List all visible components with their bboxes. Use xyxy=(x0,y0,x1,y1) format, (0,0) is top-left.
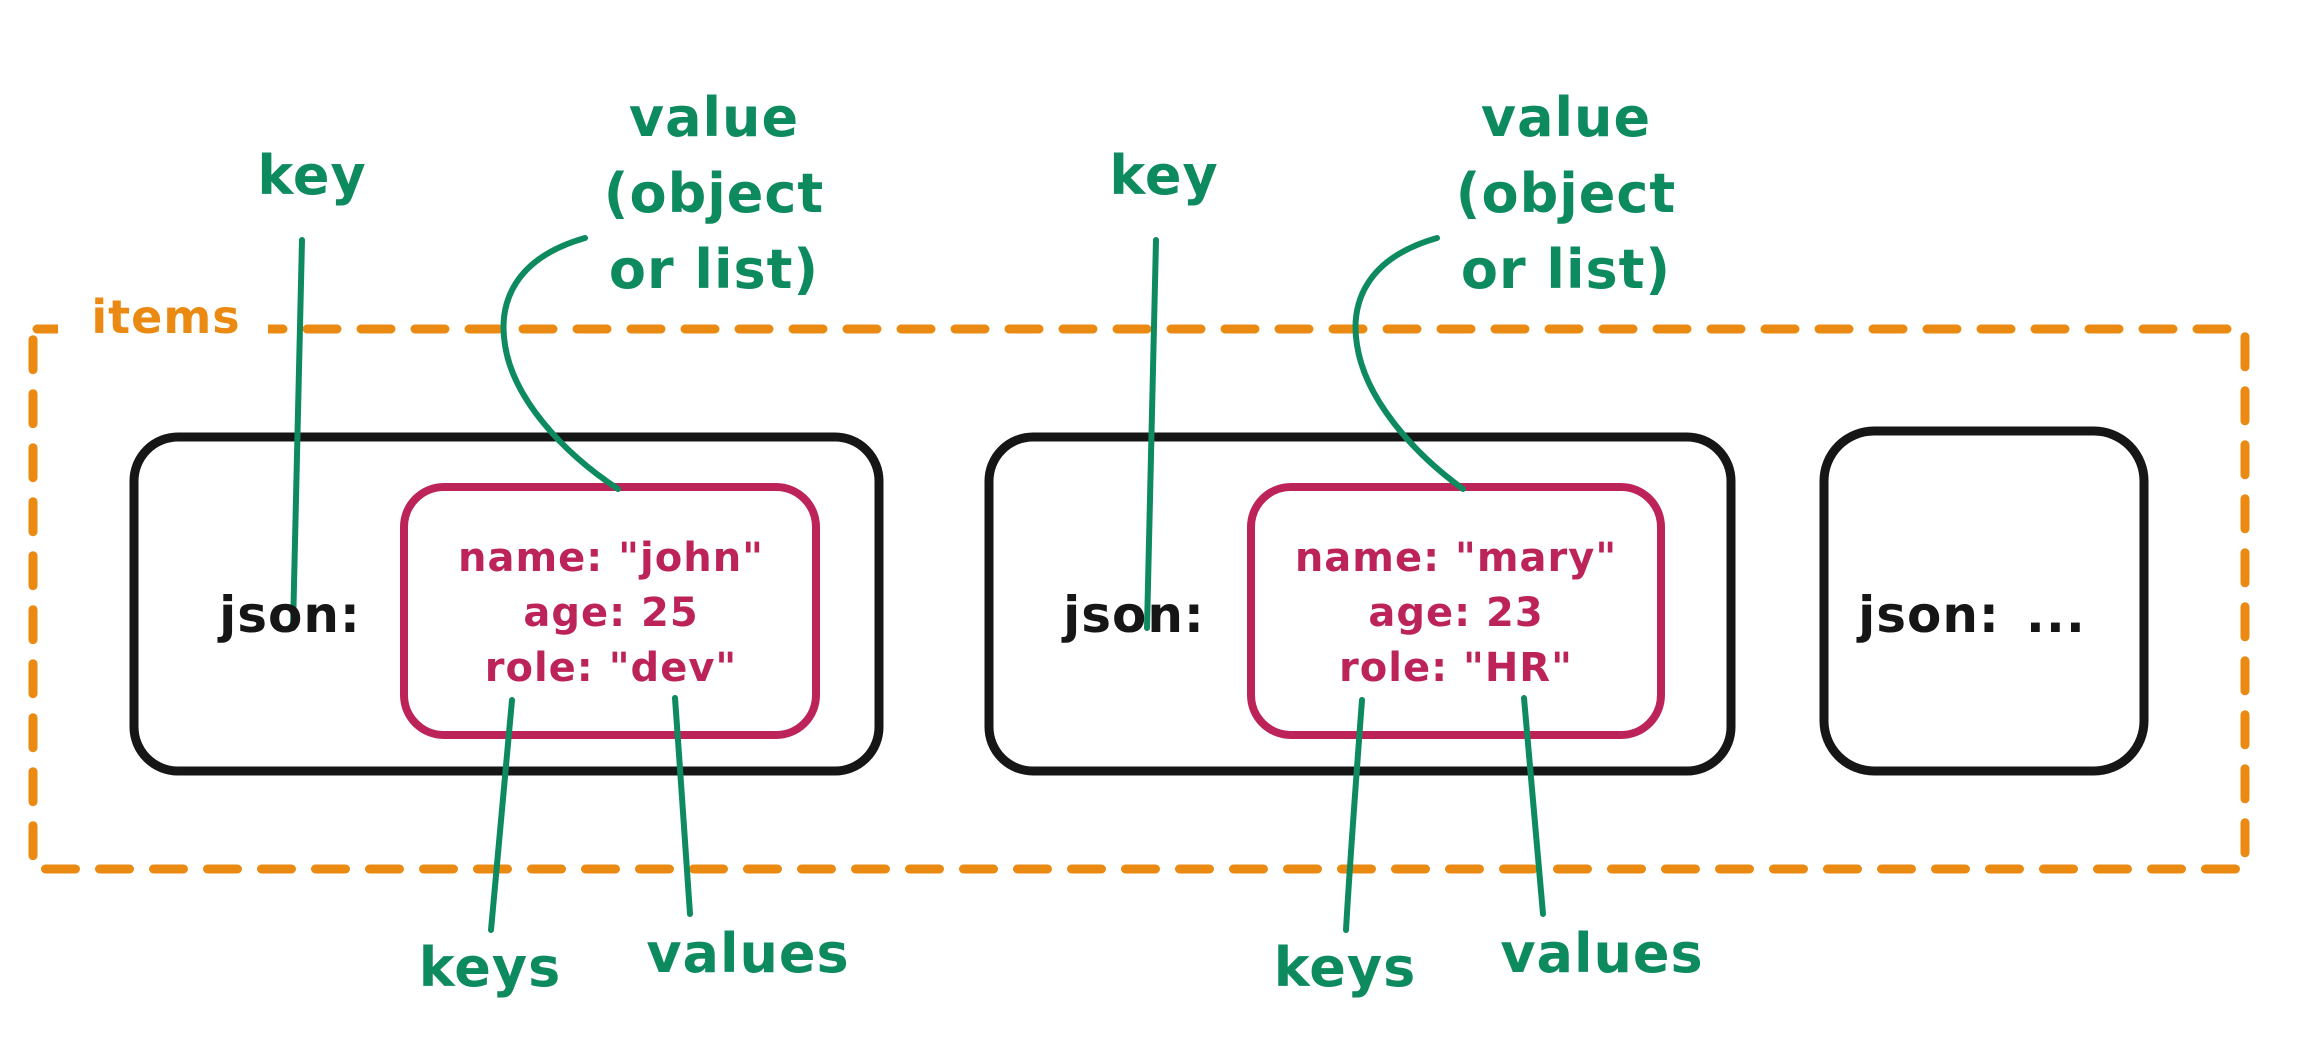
key-pointer-line-right xyxy=(1144,237,1159,631)
card-2-outline xyxy=(984,432,1736,776)
value-annotation-line: or list) xyxy=(1460,238,1672,301)
items-container-label: items xyxy=(81,292,251,343)
card-3-outline xyxy=(1819,426,2149,776)
keys-pointer-line-left xyxy=(488,697,515,933)
key-pointer-line-left xyxy=(290,237,305,631)
value-pointer-curve-right xyxy=(1352,235,1466,492)
card-1-object-fields: name: "john" age: 25 role: "dev" xyxy=(458,531,764,696)
value-annotation-line: value xyxy=(1480,86,1652,149)
value-annotation-line: (object xyxy=(603,162,825,225)
object-field: age: 23 xyxy=(1368,590,1544,636)
keys-pointer-line-right xyxy=(1343,697,1365,933)
keys-annotation-left: keys xyxy=(418,936,562,999)
values-pointer-line-right xyxy=(1521,695,1546,917)
card-1-key-label: json: xyxy=(219,586,361,644)
object-field: role: "HR" xyxy=(1339,645,1573,691)
card-3-ellipsis: ... xyxy=(2025,586,2086,644)
values-annotation-right: values xyxy=(1500,922,1704,985)
object-field: role: "dev" xyxy=(484,645,738,691)
value-pointer-curve-left xyxy=(500,235,621,492)
keys-annotation-right: keys xyxy=(1273,936,1417,999)
key-annotation-left: key xyxy=(257,144,367,207)
card-3-key-text: json: xyxy=(1858,586,2000,644)
card-2-key-label: json: xyxy=(1063,586,1205,644)
card-3-key-label: json:... xyxy=(1858,588,2086,643)
values-pointer-line-left xyxy=(672,695,693,917)
items-container-border xyxy=(28,324,2250,874)
value-annotation-left: value (object or list) xyxy=(604,80,824,308)
value-annotation-line: (object xyxy=(1455,162,1677,225)
value-annotation-line: value xyxy=(628,86,800,149)
value-annotation-line: or list) xyxy=(608,238,820,301)
card-2-object-fields: name: "mary" age: 23 role: "HR" xyxy=(1295,531,1617,696)
object-field: name: "mary" xyxy=(1294,535,1618,581)
key-annotation-right: key xyxy=(1109,144,1219,207)
object-field: name: "john" xyxy=(457,535,765,581)
values-annotation-left: values xyxy=(646,922,850,985)
value-annotation-right: value (object or list) xyxy=(1456,80,1676,308)
object-field: age: 25 xyxy=(523,590,699,636)
